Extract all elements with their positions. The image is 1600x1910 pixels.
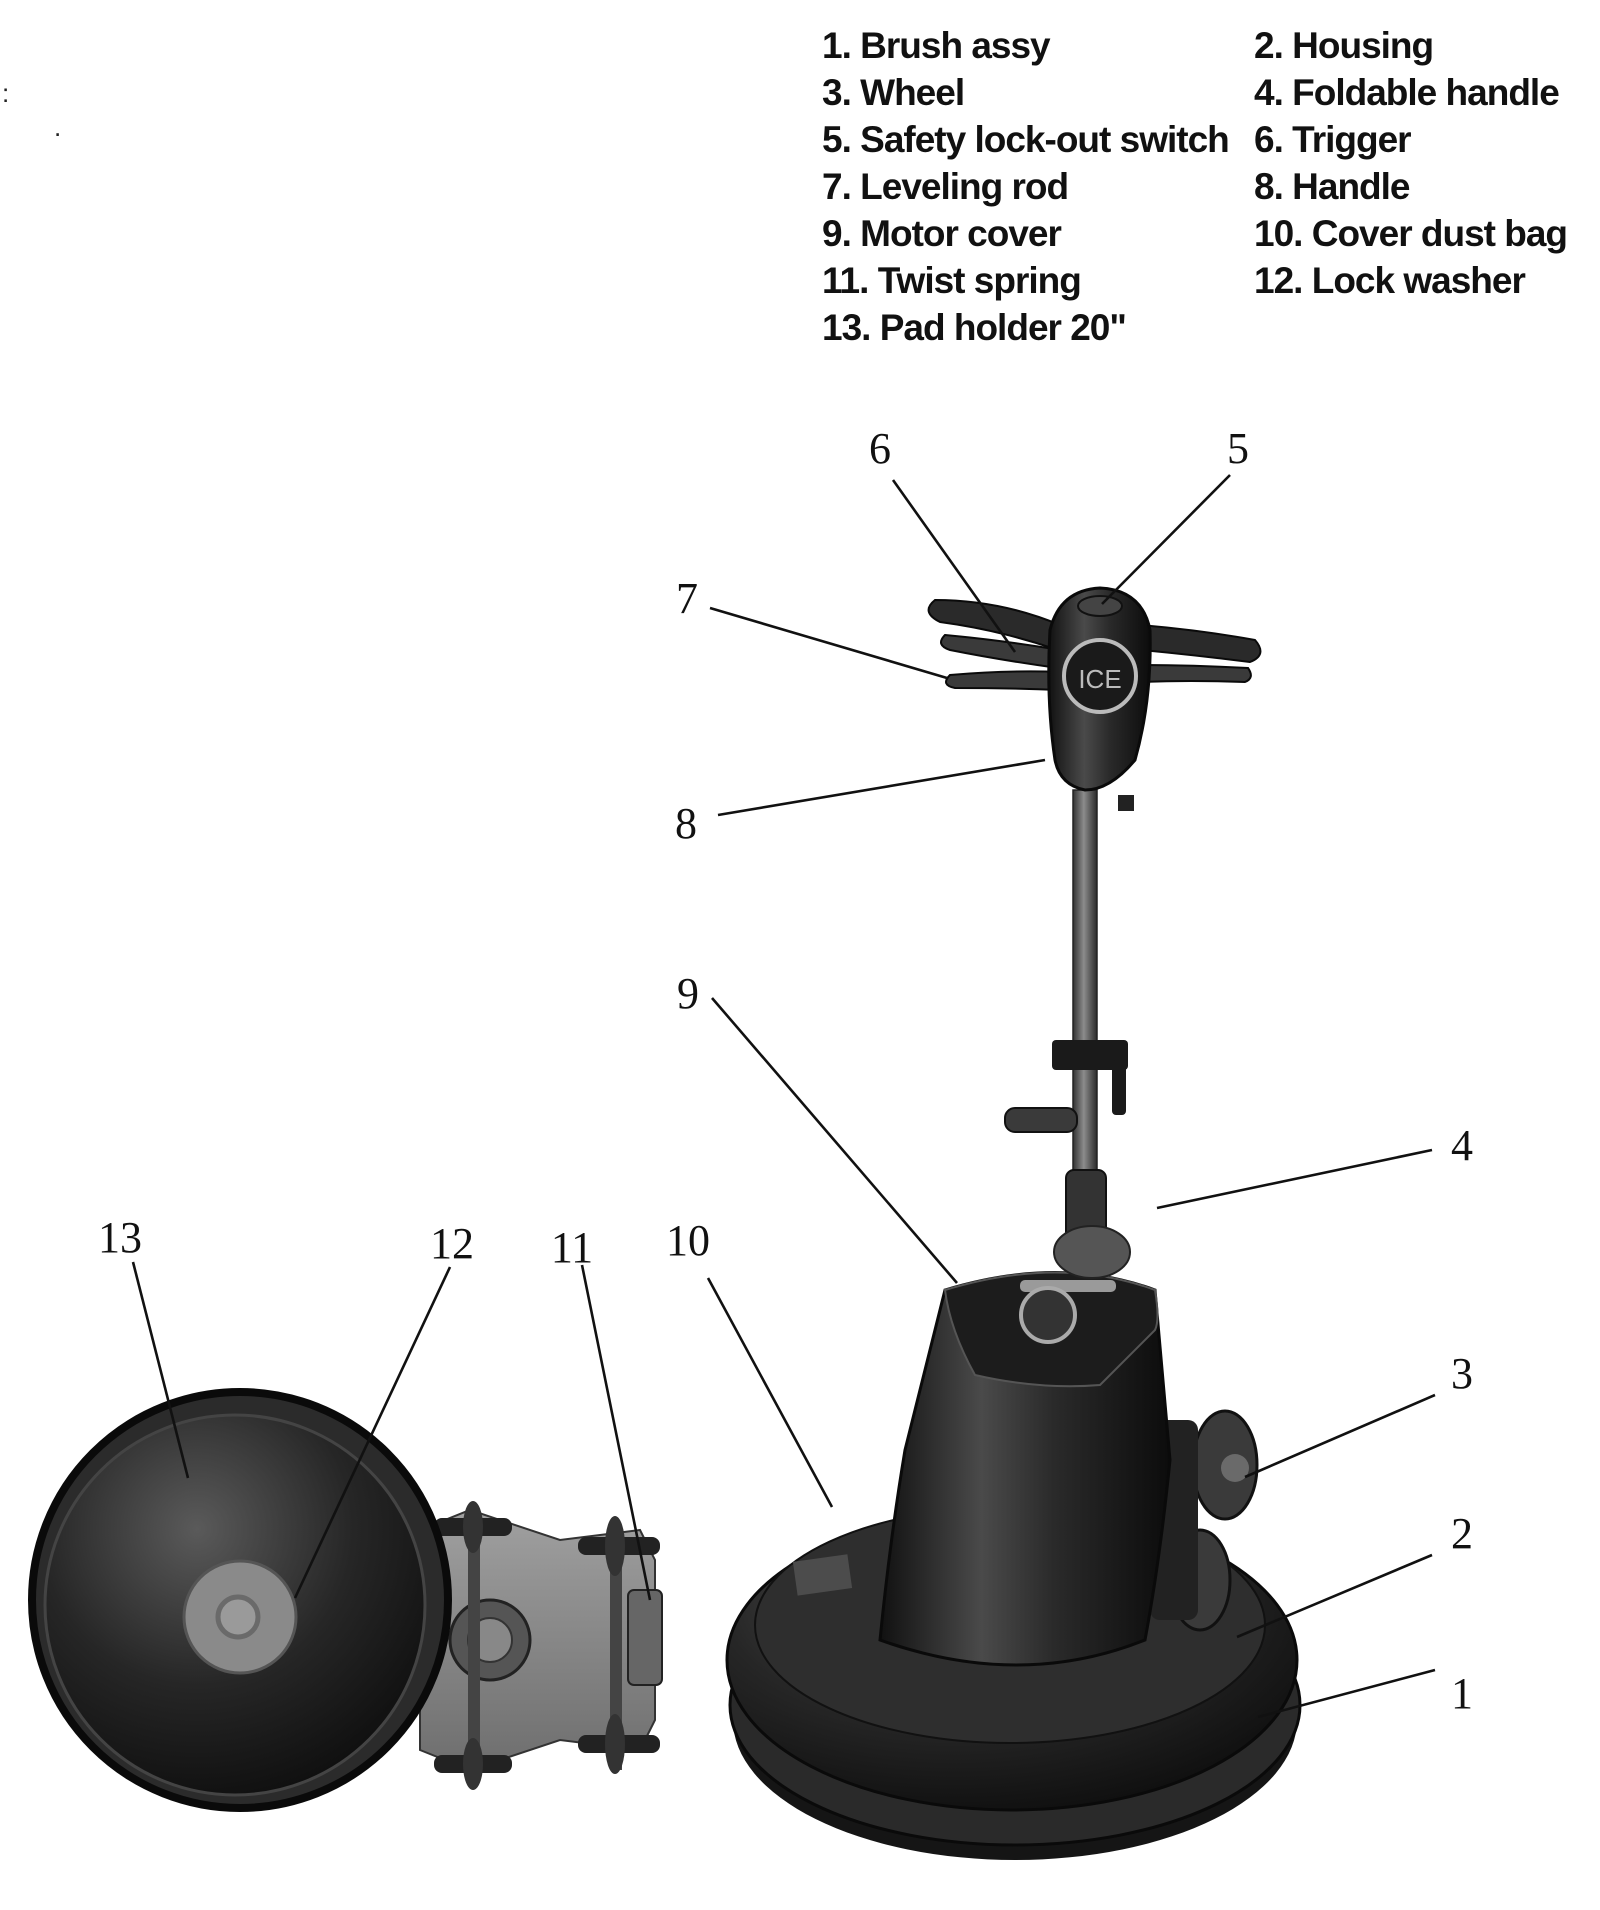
callout-4: 4 [1451,1121,1473,1170]
legend-num: 6 [1254,119,1275,160]
legend-item-8: 8. Handle [1254,166,1411,207]
callout-13: 13 [98,1213,142,1262]
pole-clamp [1052,1040,1128,1070]
leader-1 [1257,1668,1436,1719]
legend-num: 11 [822,260,860,301]
callout-8: 8 [675,799,697,848]
axle-right [610,1525,622,1770]
legend-item-9: 9. Motor cover [822,213,1062,254]
leader-9 [711,997,958,1284]
leader-6 [891,479,1017,653]
legend-item-7: 7. Leveling rod [822,166,1069,207]
lock-washer-center [215,1594,261,1640]
callout-11: 11 [551,1223,593,1272]
legend-label: Lock washer [1311,260,1526,301]
main-machine: ICE [725,586,1302,1860]
trigger-lever-right [1139,663,1252,684]
stray-mark-dot: . [54,112,62,142]
legend-num: 5 [822,119,843,160]
rear-wheel-upper-hub [1221,1454,1249,1482]
legend-num: 3 [822,72,843,113]
leader-7 [709,606,948,680]
legend-num: 8 [1254,166,1275,207]
safety-switch-button [1077,595,1123,617]
legend-label: Leveling rod [860,166,1069,207]
legend-item-13: 13. Pad holder 20" [822,307,1127,348]
leader-11 [580,1264,652,1601]
legend-item-10: 10. Cover dust bag [1254,213,1568,254]
legend-item-4: 4. Foldable handle [1254,72,1560,113]
axle-left [468,1525,480,1770]
pole-clamp-hook [1112,1060,1126,1115]
trigger-lever-lower [945,670,1061,692]
handle-badge-ring [1062,638,1138,714]
legend-item-1: 1. Brush assy [822,25,1051,66]
wheel-knob-br [605,1714,625,1774]
wheel-knob-bl [463,1738,483,1790]
callout-5: 5 [1227,424,1249,473]
callout-3: 3 [1451,1349,1473,1398]
leader-8 [717,758,1046,817]
callout-12: 12 [430,1219,474,1268]
leader-12 [293,1266,452,1599]
trigger-lever-upper [940,633,1062,670]
bottom-view [28,1388,663,1812]
wheel-knob-tr [605,1516,625,1576]
legend-label: Foldable handle [1292,72,1560,113]
twist-spring-block [627,1589,663,1686]
leader-2 [1236,1553,1433,1639]
legend-item-6: 6. Trigger [1254,119,1412,160]
legend-num: 2 [1254,25,1275,66]
legend-num: 7 [822,166,843,207]
parts-legend: 1. Brush assy 2. Housing 3. Wheel 4. Fol… [822,22,1592,351]
legend-item-5: 5. Safety lock-out switch [822,119,1230,160]
leader-lines [131,474,1436,1719]
stray-mark-colon: : [2,78,10,108]
leader-13 [131,1261,190,1479]
legend-label: Twist spring [877,260,1082,301]
legend-label: Cover dust bag [1311,213,1568,254]
legend-num: 9 [822,213,843,254]
legend-item-11: 11. Twist spring [822,260,1082,301]
leader-10 [706,1277,834,1508]
legend-num: 4 [1254,72,1275,113]
legend-label: Pad holder 20" [879,307,1127,348]
legend-label: Brush assy [860,25,1050,66]
callout-9: 9 [677,969,699,1018]
legend-num: 13 [822,307,862,348]
legend-num: 1 [822,25,843,66]
legend-label: Handle [1292,166,1410,207]
callout-7: 7 [676,574,698,623]
callout-6: 6 [869,424,891,473]
legend-item-2: 2. Housing [1254,25,1434,66]
legend-item-12: 12. Lock washer [1254,260,1526,301]
callout-10: 10 [666,1216,710,1265]
leader-5 [1101,474,1231,605]
pole-base-collar [1053,1225,1131,1279]
logo-text: ICE [1078,664,1121,694]
callout-2: 2 [1451,1509,1473,1558]
leveling-knob [1004,1107,1078,1133]
legend-num: 10 [1254,213,1294,254]
legend-label: Wheel [860,72,965,113]
callout-1: 1 [1451,1669,1473,1718]
legend-num: 12 [1254,260,1294,301]
legend-item-3: 3. Wheel [822,72,965,113]
legend-label: Safety lock-out switch [860,119,1230,160]
callout-numbers: 1 2 3 4 5 6 7 8 9 10 11 12 13 [98,424,1473,1718]
housing-label-plate [792,1554,853,1596]
wheel-knob-tl [463,1501,483,1553]
motor-cover-badge [1019,1286,1077,1344]
legend-label: Trigger [1292,119,1411,160]
legend-label: Motor cover [860,213,1062,254]
leader-4 [1156,1148,1433,1210]
legend-label: Housing [1292,25,1434,66]
handle-neck-bolt [1118,795,1134,811]
leader-3 [1244,1393,1436,1479]
handle-bar-right [1138,623,1262,664]
